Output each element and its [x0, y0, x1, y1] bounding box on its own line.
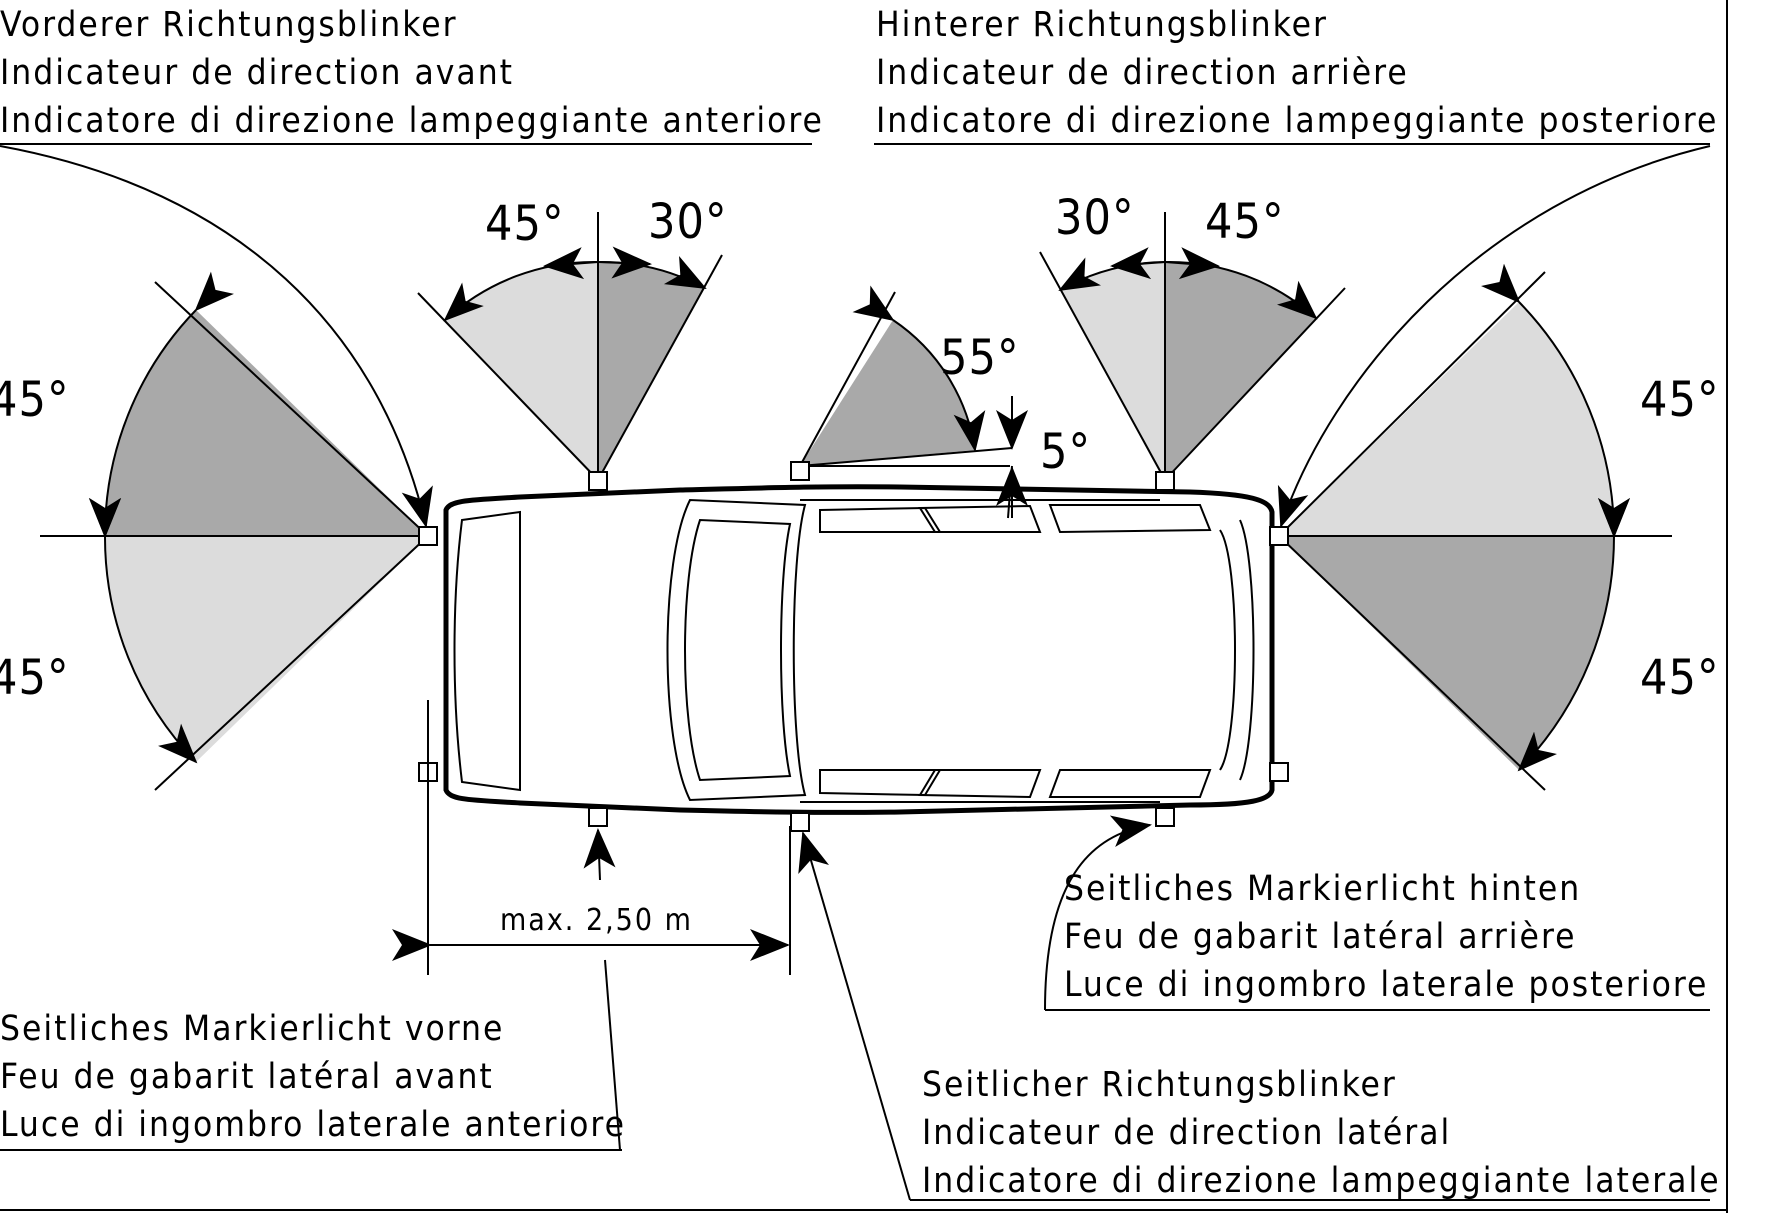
- side-marker-front-it: Luce di ingombro laterale anteriore: [0, 1105, 626, 1145]
- side-marker-rear-it: Luce di ingombro laterale posteriore: [1064, 965, 1708, 1005]
- label-front-indicator: Vorderer Richtungsblinker Indicateur de …: [0, 5, 824, 141]
- angle-side-sweep: 55°: [940, 330, 1020, 386]
- side-indicator-fr: Indicateur de direction latéral: [922, 1113, 1451, 1153]
- side-indicator-it: Indicatore di direzione lampeggiante lat…: [922, 1161, 1721, 1201]
- front-end-sector: [40, 271, 429, 791]
- rear-indicator-de: Hinterer Richtungsblinker: [876, 5, 1328, 45]
- angle-rear-up: 45°: [1640, 372, 1720, 428]
- front-indicator-de: Vorderer Richtungsblinker: [0, 5, 458, 45]
- side-marker-front-de: Seitliches Markierlicht vorne: [0, 1009, 504, 1049]
- side-marker-rear-de: Seitliches Markierlicht hinten: [1064, 869, 1581, 909]
- front-indicator-fr: Indicateur de direction avant: [0, 53, 514, 93]
- rear-end-sector: [1278, 263, 1672, 791]
- front-side-indicator-lamp: [588, 471, 608, 491]
- angle-labels: 45° 45° 45° 45° 45° 30° 30° 45° 55° 5°: [0, 190, 1720, 706]
- angle-rear-down: 45°: [1640, 650, 1720, 706]
- rear-lamp-top-sector: [1039, 212, 1346, 481]
- angle-rear-lamp-forward: 30°: [1055, 190, 1135, 246]
- label-side-marker-rear: Seitliches Markierlicht hinten Feu de ga…: [1064, 869, 1708, 1005]
- car-body: [443, 484, 1275, 815]
- angle-front-lamp-forward: 45°: [485, 196, 565, 252]
- rear-bottom-lamp: [1269, 762, 1289, 782]
- rear-indicator-it: Indicatore di direzione lampeggiante pos…: [876, 101, 1718, 141]
- side-indicator-sector: [799, 285, 1028, 519]
- angle-front-lamp-back: 30°: [648, 194, 728, 250]
- side-indicator-lamp: [790, 461, 810, 481]
- angle-front-up: 45°: [0, 372, 70, 428]
- label-side-marker-front: Seitliches Markierlicht vorne Feu de gab…: [0, 1009, 626, 1145]
- rear-side-indicator-lamp: [1155, 471, 1175, 491]
- dimension-label: max. 2,50 m: [500, 903, 693, 938]
- angle-front-down: 45°: [0, 650, 70, 706]
- side-marker-rear-fr: Feu de gabarit latéral arrière: [1064, 917, 1577, 957]
- lamps: [418, 461, 1289, 832]
- side-marker-front-lamp: [588, 807, 608, 827]
- label-side-indicator: Seitlicher Richtungsblinker Indicateur d…: [922, 1065, 1721, 1201]
- side-indicator-bottom-lamp: [790, 812, 810, 832]
- side-marker-rear-lamp: [1155, 807, 1175, 827]
- angle-side-offset: 5°: [1040, 424, 1091, 480]
- side-indicator-de: Seitlicher Richtungsblinker: [922, 1065, 1397, 1105]
- front-indicator-it: Indicatore di direzione lampeggiante ant…: [0, 101, 824, 141]
- rear-indicator-fr: Indicateur de direction arrière: [876, 53, 1409, 93]
- angle-rear-lamp-back: 45°: [1205, 194, 1285, 250]
- label-rear-indicator: Hinterer Richtungsblinker Indicateur de …: [876, 5, 1718, 141]
- front-indicator-lamp: [418, 526, 438, 546]
- front-lamp-top-sector: [417, 212, 723, 481]
- side-marker-front-fr: Feu de gabarit latéral avant: [0, 1057, 494, 1097]
- rear-indicator-lamp: [1269, 526, 1289, 546]
- leader-lines: [0, 143, 1711, 1201]
